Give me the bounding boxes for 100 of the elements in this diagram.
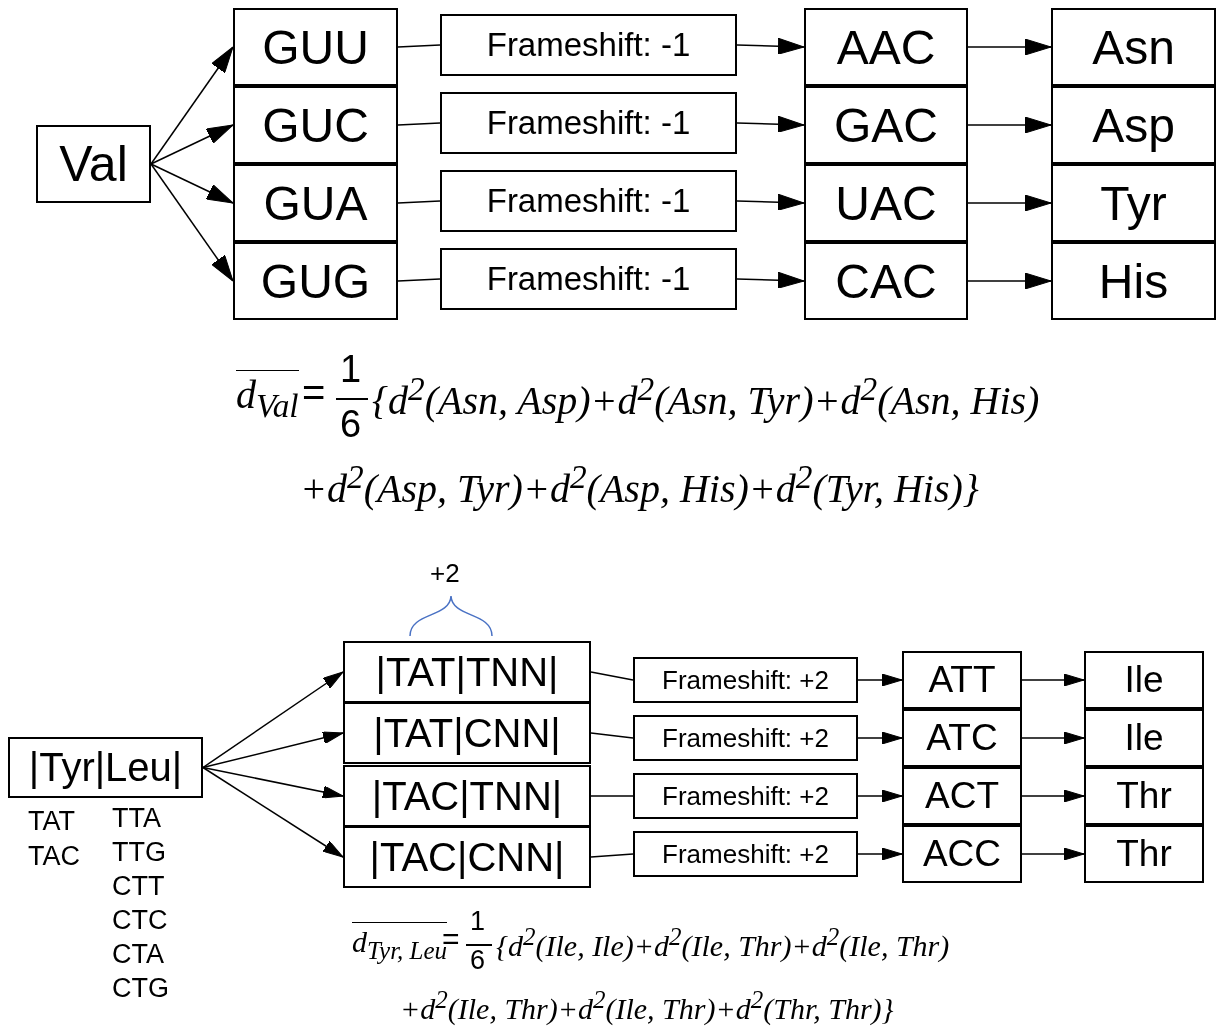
process-box [343,765,591,827]
node-label: ATT [928,659,996,701]
arrow [1021,789,1085,803]
node-label: Val [59,135,128,193]
node-label: Frameshift: -1 [486,182,691,220]
process-box [1051,242,1216,320]
process-box [8,737,203,798]
formula-text: = [302,372,326,412]
codon-label: CTG [112,975,169,1002]
node-label: |TAT|TNN| [375,649,559,695]
process-box [233,164,398,242]
connector-line [397,122,441,126]
arrow [857,673,903,687]
node-label: ACC [922,833,1002,875]
arrow [967,272,1052,290]
process-box [1084,709,1204,767]
process-box [902,825,1022,883]
process-box [1084,651,1204,709]
arrow [736,271,805,289]
process-box [1051,8,1216,86]
node-label: GUC [262,97,369,153]
node-label: |TAC|CNN| [369,834,565,880]
process-box [343,641,591,703]
node-label: Frameshift: -1 [486,26,691,64]
node-label: |TAT|CNN| [373,710,561,756]
process-box [233,242,398,320]
connector-line [590,853,634,858]
node-label: Ile [1124,659,1164,701]
node-label: Frameshift: -1 [486,104,691,142]
connector-line [397,200,441,204]
process-box [1051,164,1216,242]
arrow [150,124,234,165]
process-box [1084,825,1204,883]
node-label: Asn [1092,19,1175,75]
node-label: Frameshift: +2 [662,780,829,812]
node-label: GUA [263,175,368,231]
connector-line [590,671,634,681]
arrow [1021,673,1085,687]
formula-text: d$_{Val}$ [236,370,299,423]
formula-text: 6 [470,947,486,974]
process-box [804,8,968,86]
arrow [736,193,805,211]
arrow [967,38,1052,56]
node-label: Frameshift: +2 [662,722,829,754]
process-box [804,86,968,164]
process-box [440,14,737,76]
formula-text: {d$^{2}$(Ile, Ile)+d$^{2}$(Ile, Thr)+d$^{2}$(Ile, Thr) [496,924,950,961]
process-box [902,709,1022,767]
connector-line [397,44,441,48]
arrow [967,116,1052,134]
formula-text: +2 [430,560,460,586]
codon-label: TTA [112,805,161,832]
node-label: Ile [1124,717,1164,759]
process-box [1051,86,1216,164]
process-box [440,92,737,154]
arrow [857,731,903,745]
process-box [633,831,858,877]
node-label: His [1098,253,1169,309]
connector-line [590,795,634,797]
codon-label: TAT [28,808,75,835]
formula-text: +d$^{2}$(Asp, Tyr)+d$^{2}$(Asp, His)+d$^{2}$(Tyr, His)} [300,460,979,510]
arrow [150,46,234,165]
node-label: GUG [260,253,371,309]
process-box [440,170,737,232]
process-box [902,767,1022,825]
arrow [857,847,903,861]
formula-text: 1 [470,908,486,935]
node-label: Thr [1116,775,1172,817]
node-label: ATC [926,717,998,759]
arrow [1021,731,1085,745]
node-label: Frameshift: +2 [662,664,829,696]
node-label: Thr [1116,833,1172,875]
node-label: Tyr [1100,175,1167,231]
arrow [736,37,805,55]
formula-text: {d$^{2}$(Asn, Asp)+d$^{2}$(Asn, Tyr)+d$^{2}$(Asn, His) [372,372,1040,422]
arrow [857,789,903,803]
node-label: Asp [1092,97,1175,153]
arrow [150,163,234,282]
codon-label: TTG [112,839,166,866]
arrow [202,731,344,769]
node-label: GUU [262,19,369,75]
node-label: UAC [835,175,937,231]
node-label: ACT [925,775,999,817]
node-label: |TAC|TNN| [371,773,563,819]
process-box [633,773,858,819]
formula-text: 1 [340,350,362,388]
process-box [343,702,591,764]
process-box [343,826,591,888]
process-box [804,164,968,242]
arrow [736,115,805,133]
formula-text: +d$^{2}$(Ile, Thr)+d$^{2}$(Ile, Thr)+d$^{2}$(Thr, Thr)} [400,987,894,1024]
arrow [967,194,1052,212]
process-box [233,86,398,164]
process-box [633,715,858,761]
arrow [1021,847,1085,861]
connector-line [590,732,634,739]
node-label: Frameshift: +2 [662,838,829,870]
process-box [633,657,858,703]
formula-text: 6 [340,405,362,443]
process-box [902,651,1022,709]
